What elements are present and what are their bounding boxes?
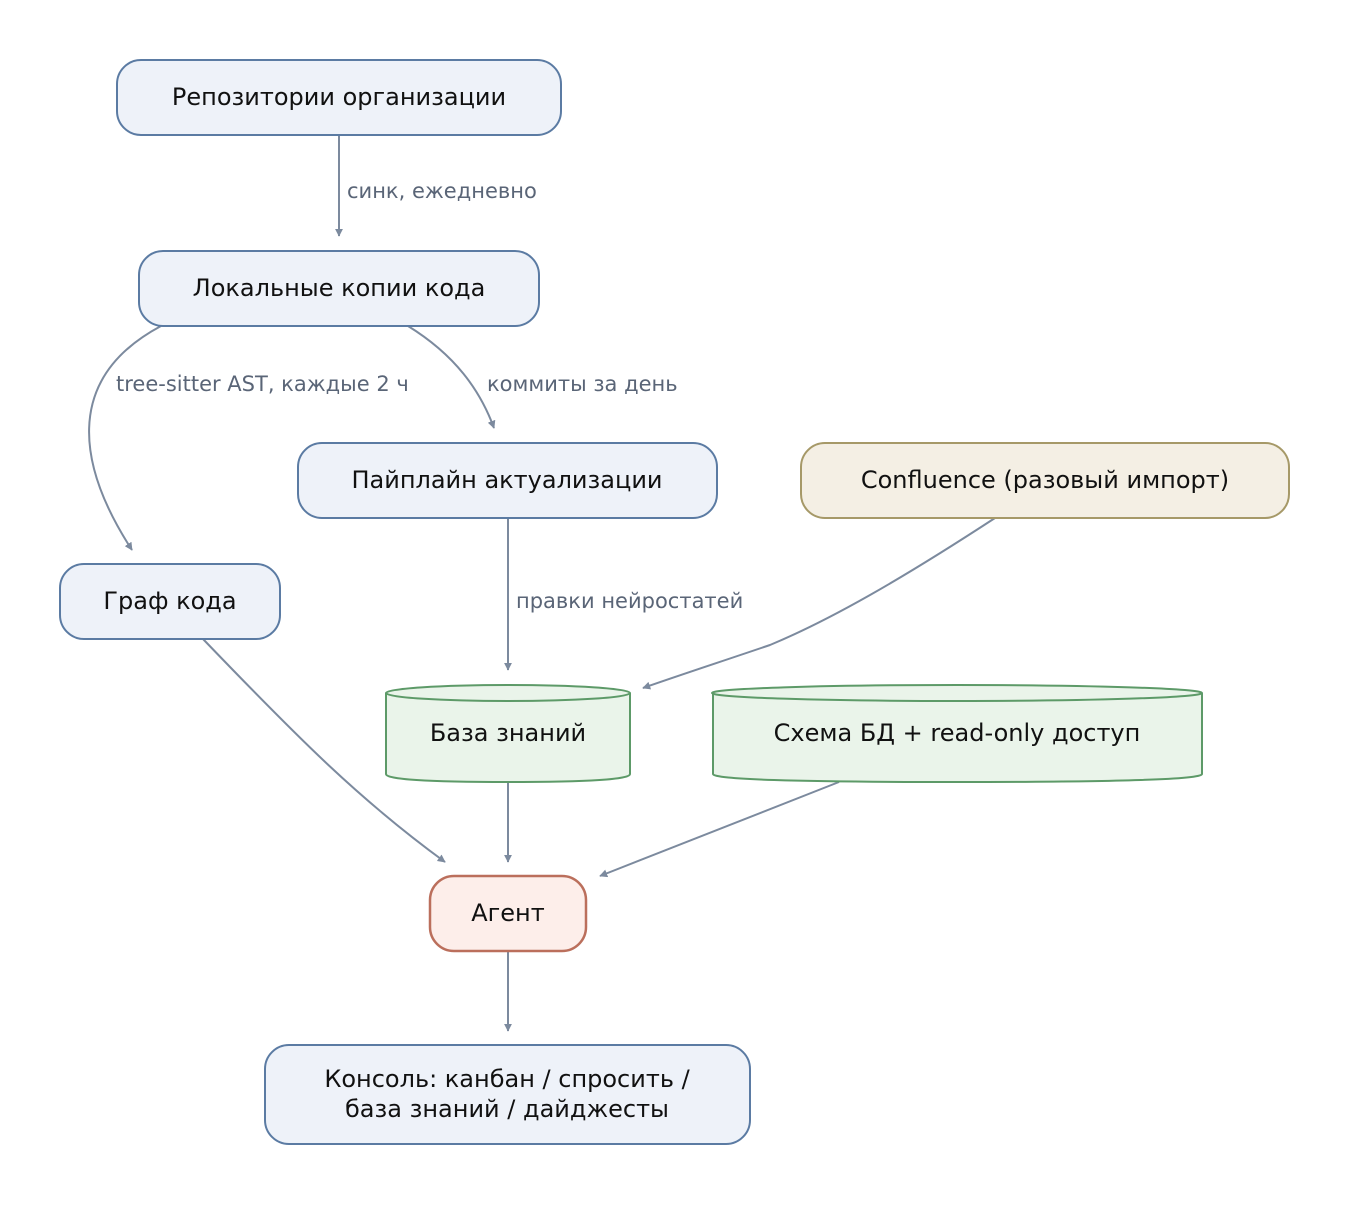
node-org-repositories: Репозитории организации [116, 59, 562, 136]
node-label: Агент [471, 899, 544, 927]
edge-local-to-graph [88, 325, 162, 551]
edge-local-to-pipeline [407, 325, 496, 429]
edge-label-daily-commits: коммиты за день [487, 372, 678, 396]
node-label: База знаний [430, 719, 586, 747]
edge-label-sync-daily: синк, ежедневно [347, 179, 537, 203]
edge-graph-to-agent [202, 638, 446, 863]
edge-schema-to-agent [599, 781, 840, 878]
node-label-line-1: Консоль: канбан / спросить / [324, 1065, 690, 1093]
edge-label-neuro-article-edits: правки нейростатей [516, 589, 743, 613]
node-actualization-pipeline: Пайплайн актуализации [297, 442, 718, 519]
edge-confluence-to-kb [642, 517, 996, 690]
node-code-graph: Граф кода [59, 563, 281, 640]
node-label-line-2: база знаний / дайджесты [345, 1095, 669, 1123]
node-console: Консоль: канбан / спросить / база знаний… [264, 1044, 751, 1145]
node-agent: Агент [428, 874, 588, 953]
node-label: Репозитории организации [172, 83, 506, 111]
node-confluence-import: Confluence (разовый импорт) [800, 442, 1290, 519]
node-label: Confluence (разовый импорт) [861, 466, 1229, 494]
node-local-code-copies: Локальные копии кода [138, 250, 540, 327]
node-label: Локальные копии кода [193, 274, 486, 302]
node-knowledge-base: База знаний [385, 684, 631, 784]
node-label: Пайплайн актуализации [351, 466, 662, 494]
node-label: Граф кода [103, 587, 236, 615]
node-label: Схема БД + read-only доступ [774, 719, 1141, 747]
node-db-schema-readonly: Схема БД + read-only доступ [711, 684, 1203, 784]
edge-label-tree-sitter: tree-sitter AST, каждые 2 ч [116, 372, 409, 396]
